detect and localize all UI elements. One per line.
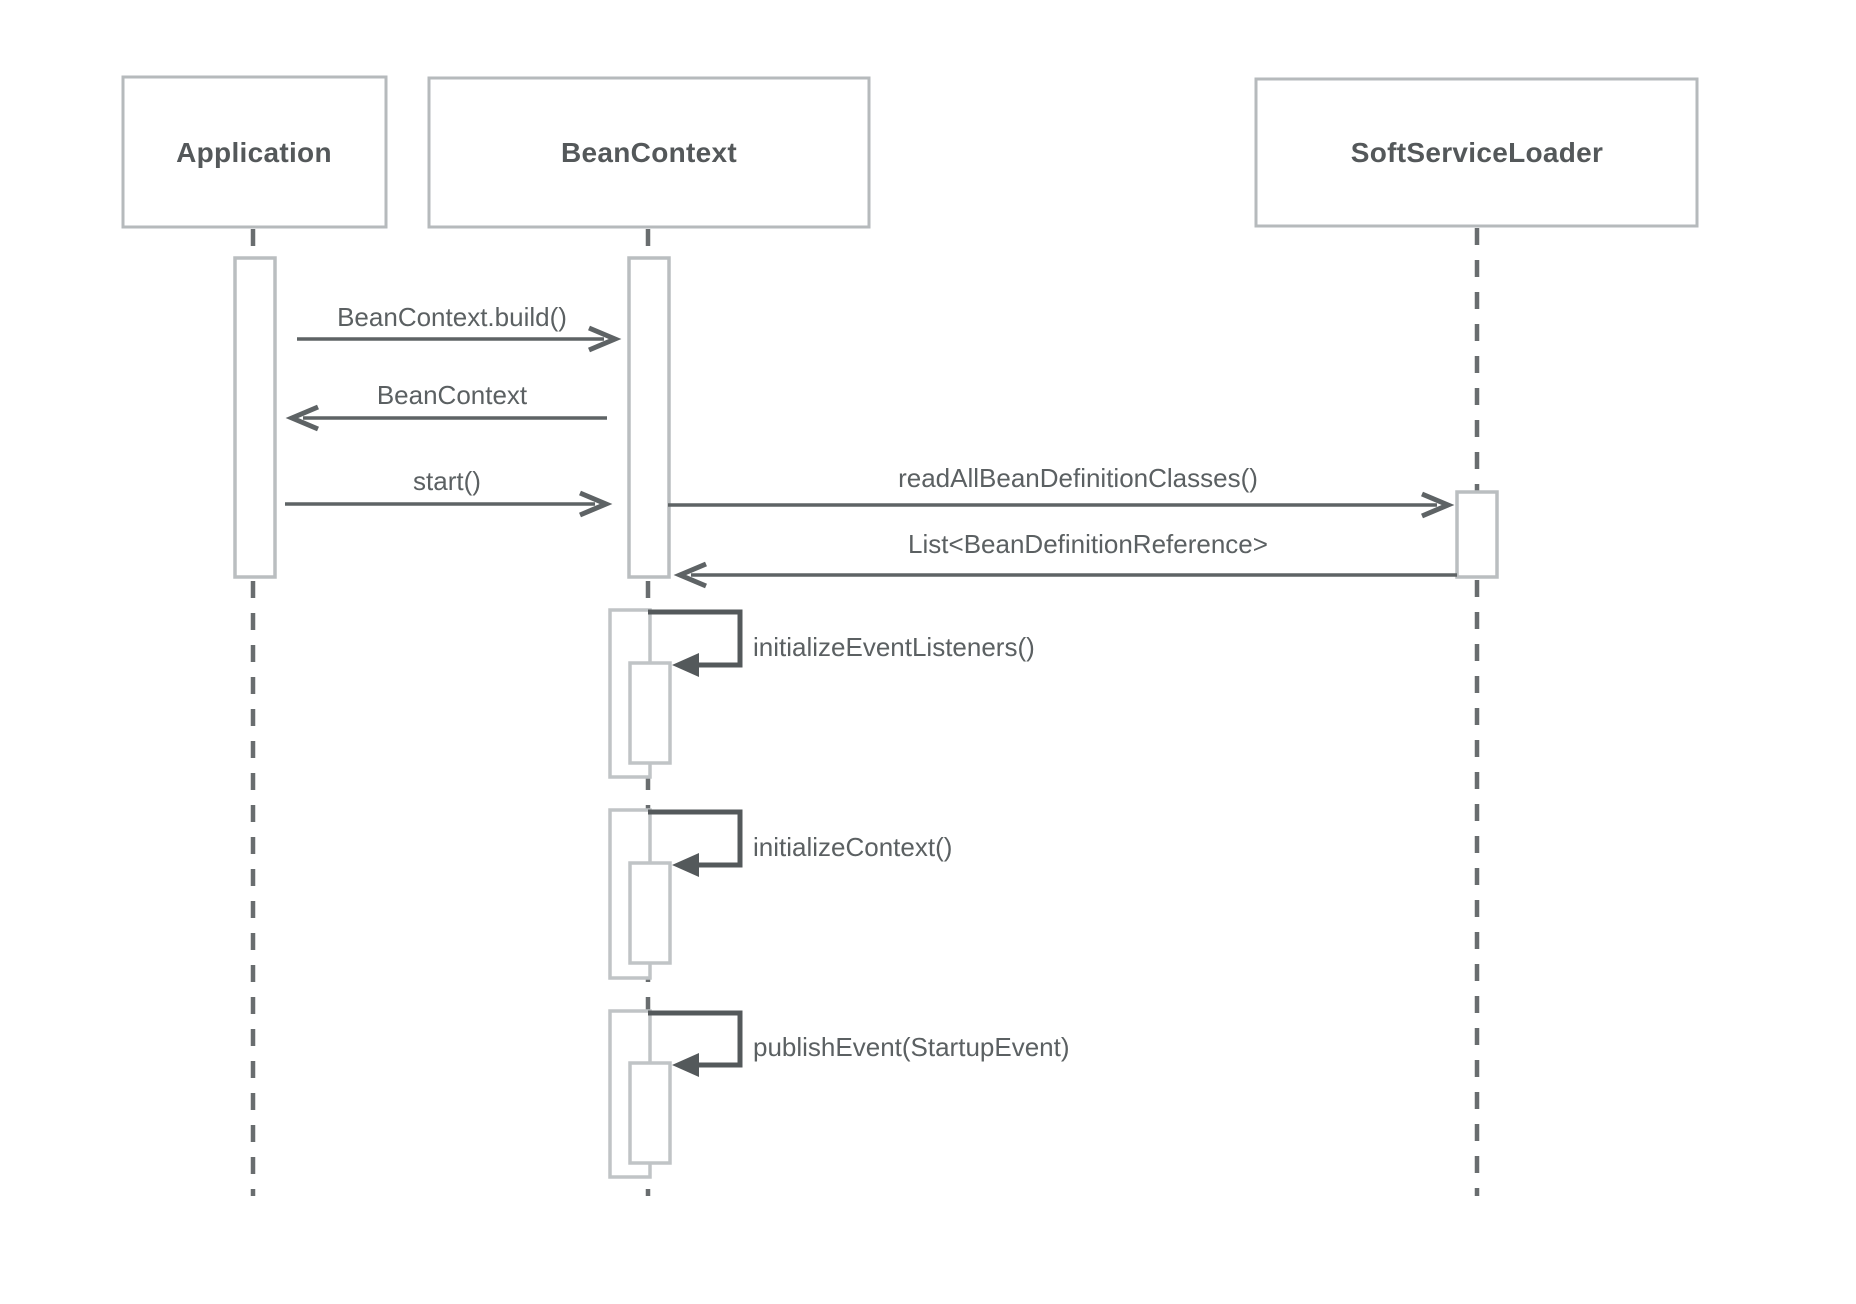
activation-beancontext	[627, 256, 671, 579]
self-call-arrowhead-icon	[672, 653, 699, 677]
self-call-arrow	[648, 1010, 743, 1068]
self-call-arrowhead-icon	[672, 853, 699, 877]
actor-label: BeanContext	[561, 137, 737, 168]
actor-label: Application	[176, 137, 332, 168]
activation-nested	[628, 661, 672, 765]
message-label: BeanContext.build()	[337, 302, 567, 332]
message-label: BeanContext	[377, 380, 528, 410]
message-read-all-bean-definition-classes: readAllBeanDefinitionClasses()	[668, 463, 1455, 519]
message-start: start()	[285, 466, 613, 518]
self-call-arrow	[648, 609, 743, 668]
self-call-arrowhead-icon	[672, 1053, 699, 1077]
actor-softserviceloader: SoftServiceLoader	[1254, 77, 1699, 228]
message-label: initializeContext()	[753, 832, 952, 862]
actor-box	[121, 75, 388, 229]
message-label: start()	[413, 466, 481, 496]
activation-application	[233, 256, 277, 579]
message-label: List<BeanDefinitionReference>	[908, 529, 1268, 559]
arrowhead-right-icon	[1421, 491, 1455, 519]
self-call-publish-event: publishEvent(StartupEvent)	[608, 1009, 1070, 1179]
self-call-initialize-event-listeners: initializeEventListeners()	[608, 608, 1035, 779]
activation-nested	[628, 861, 672, 965]
message-return-beancontext: BeanContext	[285, 380, 607, 432]
message-label: initializeEventListeners()	[753, 632, 1035, 662]
message-beancontext-build: BeanContext.build()	[297, 302, 622, 353]
message-label: publishEvent(StartupEvent)	[753, 1032, 1070, 1062]
arrowhead-left-icon	[673, 561, 707, 589]
actor-label: SoftServiceLoader	[1351, 137, 1604, 168]
message-label: readAllBeanDefinitionClasses()	[898, 463, 1258, 493]
arrowhead-right-icon	[588, 325, 622, 353]
activation-nested	[628, 1061, 672, 1165]
actor-box	[1254, 77, 1699, 228]
arrowhead-left-icon	[285, 404, 319, 432]
actor-box	[427, 76, 871, 229]
arrowhead-right-icon	[579, 490, 613, 518]
actor-beancontext: BeanContext	[427, 76, 871, 229]
activation-softserviceloader	[1455, 490, 1499, 579]
self-call-initialize-context: initializeContext()	[608, 808, 952, 980]
message-return-list-bean-definition-reference: List<BeanDefinitionReference>	[673, 529, 1457, 589]
self-call-arrow	[648, 809, 743, 868]
actor-application: Application	[121, 75, 388, 229]
